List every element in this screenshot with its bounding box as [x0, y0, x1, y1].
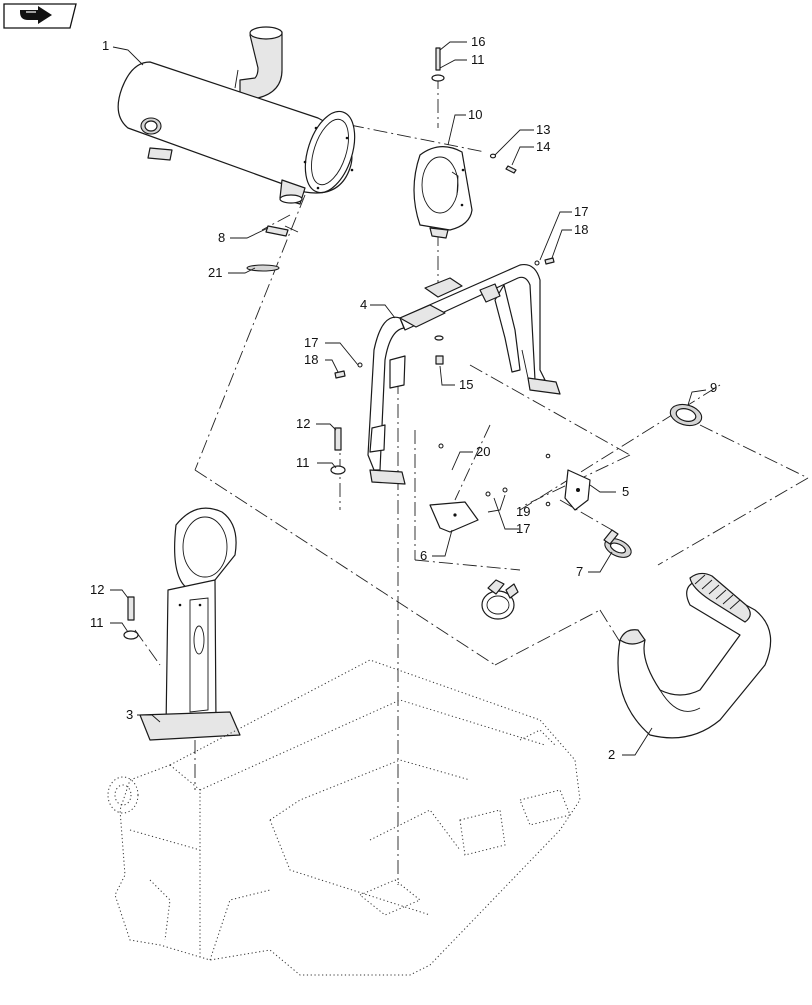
callout-18-left: 18: [304, 352, 318, 367]
callout-1: 1: [102, 38, 109, 53]
callout-6: 6: [420, 548, 427, 563]
arrow-right-icon: [20, 6, 52, 24]
bracket-6: [429, 501, 479, 533]
callout-11-top: 11: [471, 52, 485, 67]
callout-12-mid: 12: [296, 416, 310, 431]
callout-17-left: 17: [304, 335, 318, 350]
callout-3: 3: [126, 707, 133, 722]
callout-13: 13: [536, 122, 550, 137]
clamp-7: [603, 529, 632, 558]
callouts: 1 2 3 4 5 6 7 8 9 10 11 11 11 12 12 13 1…: [90, 34, 717, 762]
callout-5: 5: [622, 484, 629, 499]
callout-16: 16: [471, 34, 485, 49]
muffler: [117, 26, 356, 205]
hardware: [123, 47, 555, 640]
support-frame: [367, 263, 561, 485]
callout-9: 9: [710, 380, 717, 395]
callout-4: 4: [360, 297, 367, 312]
callout-14: 14: [536, 139, 550, 154]
nav-box[interactable]: [3, 3, 77, 29]
leader-lines: [110, 41, 707, 756]
callout-20: 20: [476, 444, 490, 459]
callout-15: 15: [459, 377, 473, 392]
clamp-lower: [481, 579, 519, 620]
centerlines: [134, 75, 809, 885]
callout-12-low: 12: [90, 582, 104, 597]
bracket-5: [545, 453, 591, 511]
callout-18-upper: 18: [574, 222, 588, 237]
heat-shield-plate: [413, 146, 473, 239]
chassis-frame: [107, 659, 581, 976]
clamp-9: [669, 403, 703, 427]
callout-19: 19: [516, 504, 530, 519]
callout-17-lower: 17: [516, 521, 530, 536]
callout-11-low: 11: [90, 615, 104, 630]
hose-corrugation: [694, 574, 741, 610]
callout-21: 21: [208, 265, 222, 280]
exhaust-hose: [617, 572, 772, 739]
callout-7: 7: [576, 564, 583, 579]
muffler-stand: [139, 507, 241, 741]
callout-17-upper: 17: [574, 204, 588, 219]
callout-10: 10: [468, 107, 482, 122]
callout-11-mid: 11: [296, 455, 310, 470]
callout-8: 8: [218, 230, 225, 245]
callout-2: 2: [608, 747, 615, 762]
